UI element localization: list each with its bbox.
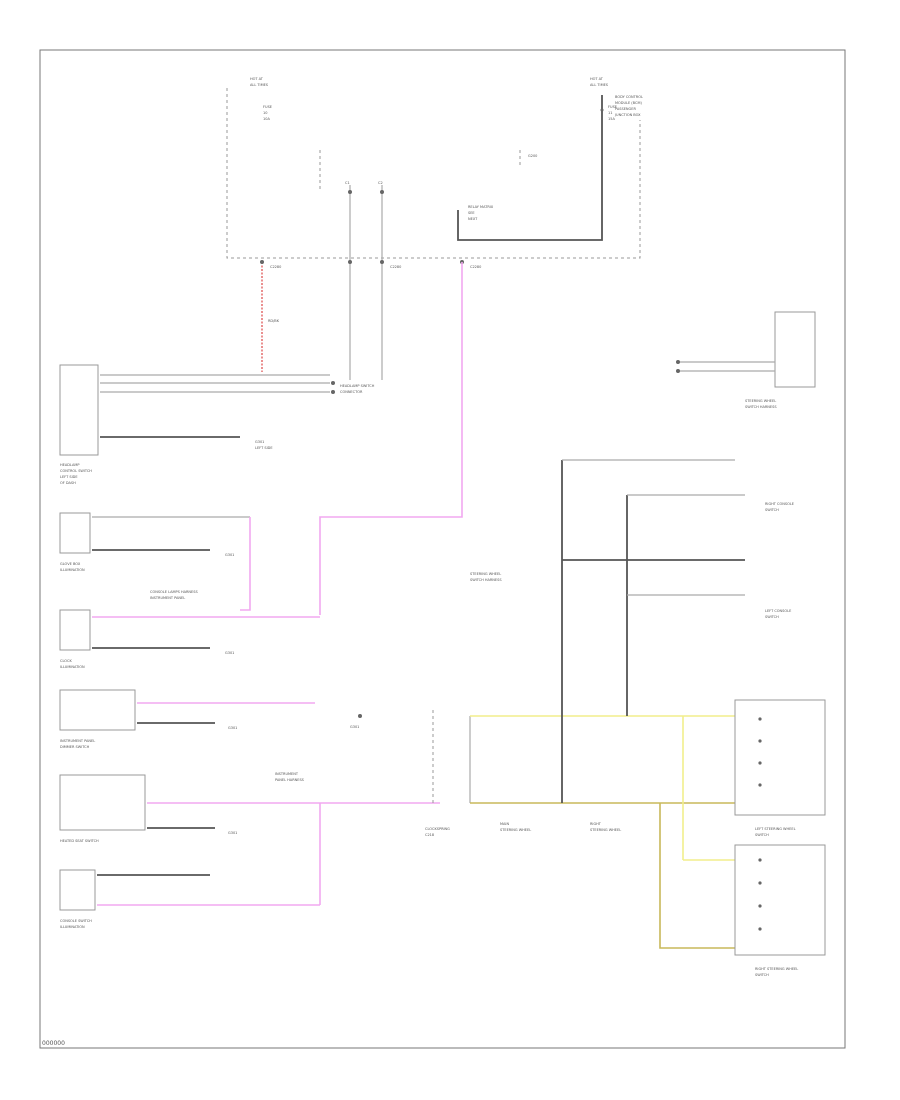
heater-switch-box [59, 774, 146, 831]
olive-drop [659, 803, 735, 949]
center-ground-label: G301 [350, 725, 359, 729]
hs-junction-2 [331, 390, 335, 394]
module-pin-1 [260, 260, 264, 264]
top-right-module-label-2: MODULE (BCM) [615, 101, 642, 105]
urm-pin-1 [676, 360, 680, 364]
top-right-module-label: BODY CONTROL [615, 95, 643, 99]
ip-harness-label-2: PANEL HARNESS [275, 778, 305, 782]
fuse-label-right-3: 15A [608, 117, 615, 121]
module-pin-1-label: C2280 [270, 265, 281, 269]
hs-ground-label-2: LEFT SIDE [255, 446, 273, 450]
top-left-label-2: ALL TIMES [250, 83, 269, 87]
headlamp-switch-label-4: OF DASH [60, 481, 76, 485]
headlamp-switch-box [59, 364, 99, 456]
right-steering-switch-label: RIGHT STEERING WHEEL [755, 967, 798, 971]
fuse-label-right-2: 11 [608, 111, 612, 115]
hs-junction-1 [331, 381, 335, 385]
dimmer-switch-box [59, 689, 136, 731]
wire-c2-top-pin [380, 190, 384, 194]
module-pin-3-label: C2280 [390, 265, 401, 269]
urm-label: STEERING WHEEL [745, 399, 776, 403]
console-switch-label-2: ILLUMINATION [60, 925, 85, 929]
top-module-outline [226, 88, 641, 259]
clock-box [59, 609, 91, 651]
fuse-label-right: FUSE [608, 105, 617, 109]
red-wire-label: RD/BK [268, 319, 280, 323]
headlamp-switch-label-3: LEFT SIDE [60, 475, 78, 479]
right-steering-switch-label-2: SWITCH [755, 973, 769, 977]
harness-label: CONSOLE LAMPS HARNESS [150, 590, 198, 594]
hs-junction-label-2: CONNECTOR [340, 390, 363, 394]
right-steering-switch [734, 844, 826, 956]
relay-label: RELAY MATRIX [468, 205, 494, 209]
trunk-label: STEERING WHEEL [470, 572, 501, 576]
wire-c1-label: C1 [345, 181, 350, 185]
harness-label-2: INSTRUMENT PANEL [150, 596, 185, 600]
trunk-label-2: SWITCH HARNESS [470, 578, 502, 582]
hs-junction-label: HEADLAMP SWITCH [340, 384, 375, 388]
wire-c2-label: C2 [378, 181, 383, 185]
urm-pin-2 [676, 369, 680, 373]
glovebox-pink [240, 517, 251, 611]
gnd-label-top: G200 [528, 154, 537, 158]
dimmer-switch-label-2: DIMMER SWITCH [60, 745, 90, 749]
wire-c1-top-pin [348, 190, 352, 194]
dimmer-switch-label: INSTRUMENT PANEL [60, 739, 95, 743]
diagram-frame [39, 49, 846, 1049]
module-pin-3 [380, 260, 384, 264]
top-right-label-2: ALL TIMES [590, 83, 609, 87]
urm-label-2: SWITCH HARNESS [745, 405, 777, 409]
glovebox-lamp-label: GLOVE BOX [60, 562, 81, 566]
headlamp-switch-label-2: CONTROL SWITCH [60, 469, 92, 473]
pink-main-run [319, 262, 463, 615]
center-connector-label-2: C218 [425, 833, 434, 837]
left-steering-switch-label: LEFT STEERING WHEEL [755, 827, 796, 831]
top-right-module-label-4: JUNCTION BOX [614, 113, 641, 117]
bus-label-2: STEERING WHEEL [500, 828, 531, 832]
left-steering-switch-label-2: SWITCH [755, 833, 769, 837]
center-ground-pin [358, 714, 362, 718]
left-steering-switch [734, 699, 826, 816]
glovebox-ground-label: G301 [225, 553, 234, 557]
left-switch-pins [758, 717, 762, 787]
glovebox-lamp-label-2: ILLUMINATION [60, 568, 85, 572]
bus-label-4: STEERING WHEEL [590, 828, 621, 832]
fuse-label-left-2: 10 [263, 111, 267, 115]
clock-label: CLOCK [60, 659, 72, 663]
left-mirror-label-2: SWITCH [765, 615, 779, 619]
headlamp-switch-label: HEADLAMP [60, 463, 80, 467]
page-code: 000000 [42, 1040, 65, 1047]
console-switch-box [59, 869, 96, 911]
top-right-fuse-pin [600, 108, 604, 112]
bus-label-1: MAIN [500, 822, 509, 826]
module-pin-2 [348, 260, 352, 264]
top-right-label: HOT AT [590, 77, 604, 81]
bus-label-3: RIGHT [590, 822, 602, 826]
heater-switch-label: HEATED SEAT SWITCH [60, 839, 99, 843]
top-right-module-label-3: PASSENGER [615, 107, 636, 111]
top-left-label: HOT AT [250, 77, 264, 81]
right-mirror-label-2: SWITCH [765, 508, 779, 512]
console-switch-label: CONSOLE SWITCH [60, 919, 92, 923]
upper-right-module [774, 311, 816, 388]
left-mirror-label: LEFT CONSOLE [765, 609, 791, 613]
module-pin-4-label: C2280 [470, 265, 481, 269]
right-mirror-label: RIGHT CONSOLE [765, 502, 794, 506]
top-right-feed [457, 95, 603, 241]
right-switch-pins [758, 858, 762, 931]
relay-label-2: SEE [468, 211, 475, 215]
hs-ground-label: G301 [255, 440, 264, 444]
heater-ground-label: G301 [228, 831, 237, 835]
dimmer-ground-label: G301 [228, 726, 237, 730]
glovebox-lamp-box [59, 512, 91, 554]
ip-harness-label: INSTRUMENT [275, 772, 299, 776]
relay-label-3: NEXT [468, 217, 478, 221]
fuse-label-left-3: 10A [263, 117, 270, 121]
clock-ground-label: G301 [225, 651, 234, 655]
fuse-label-left: FUSE [263, 105, 272, 109]
clock-label-2: ILLUMINATION [60, 665, 85, 669]
center-connector-label: CLOCKSPRING [425, 827, 450, 831]
